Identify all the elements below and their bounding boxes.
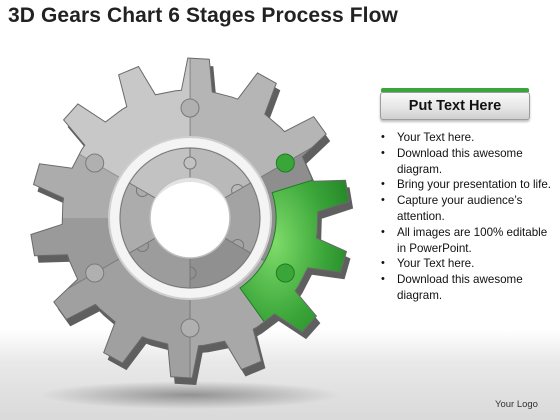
bullet-item: •Bring your presentation to life. — [381, 178, 552, 192]
bullet-item: •Your Text here. — [381, 257, 475, 271]
header-text: Put Text Here — [408, 98, 502, 114]
bullet-item: •All images are 100% editable in PowerPo… — [381, 225, 548, 255]
outer-puzzle-knob — [85, 153, 105, 173]
bullet-item: •Download this awesome diagram. — [381, 146, 523, 176]
bullet-dot-icon: • — [381, 178, 385, 191]
gear-outline — [30, 57, 350, 379]
bullet-item: •Your Text here. — [381, 131, 475, 144]
outer-puzzle-knob — [275, 153, 295, 173]
bullet-dot-icon: • — [381, 257, 385, 270]
bullet-dot-icon: • — [381, 194, 385, 207]
header-accent-bar — [381, 88, 529, 92]
puzzle-knob — [183, 156, 197, 170]
bullet-item: •Download this awesome diagram. — [381, 273, 523, 302]
gear-diagram — [30, 57, 354, 409]
bullet-dot-icon: • — [381, 225, 385, 238]
bullet-dot-icon: • — [381, 131, 385, 143]
logo-text: Your Logo — [495, 399, 538, 410]
gear-sheen — [30, 58, 190, 218]
bullet-dot-icon: • — [381, 273, 385, 286]
outer-puzzle-knob — [275, 263, 295, 283]
page-title: 3D Gears Chart 6 Stages Process Flow — [8, 4, 398, 27]
outer-puzzle-knob — [180, 98, 200, 118]
header-box: Put Text Here — [380, 88, 530, 120]
outer-puzzle-knob — [180, 318, 200, 338]
bullet-list: •Your Text here. •Download this awesome … — [379, 130, 557, 304]
gear-shadow — [40, 381, 340, 409]
bullet-dot-icon: • — [381, 146, 385, 159]
outer-puzzle-knob — [85, 263, 105, 283]
bullet-item: •Capture your audience’s attention. — [381, 194, 523, 223]
